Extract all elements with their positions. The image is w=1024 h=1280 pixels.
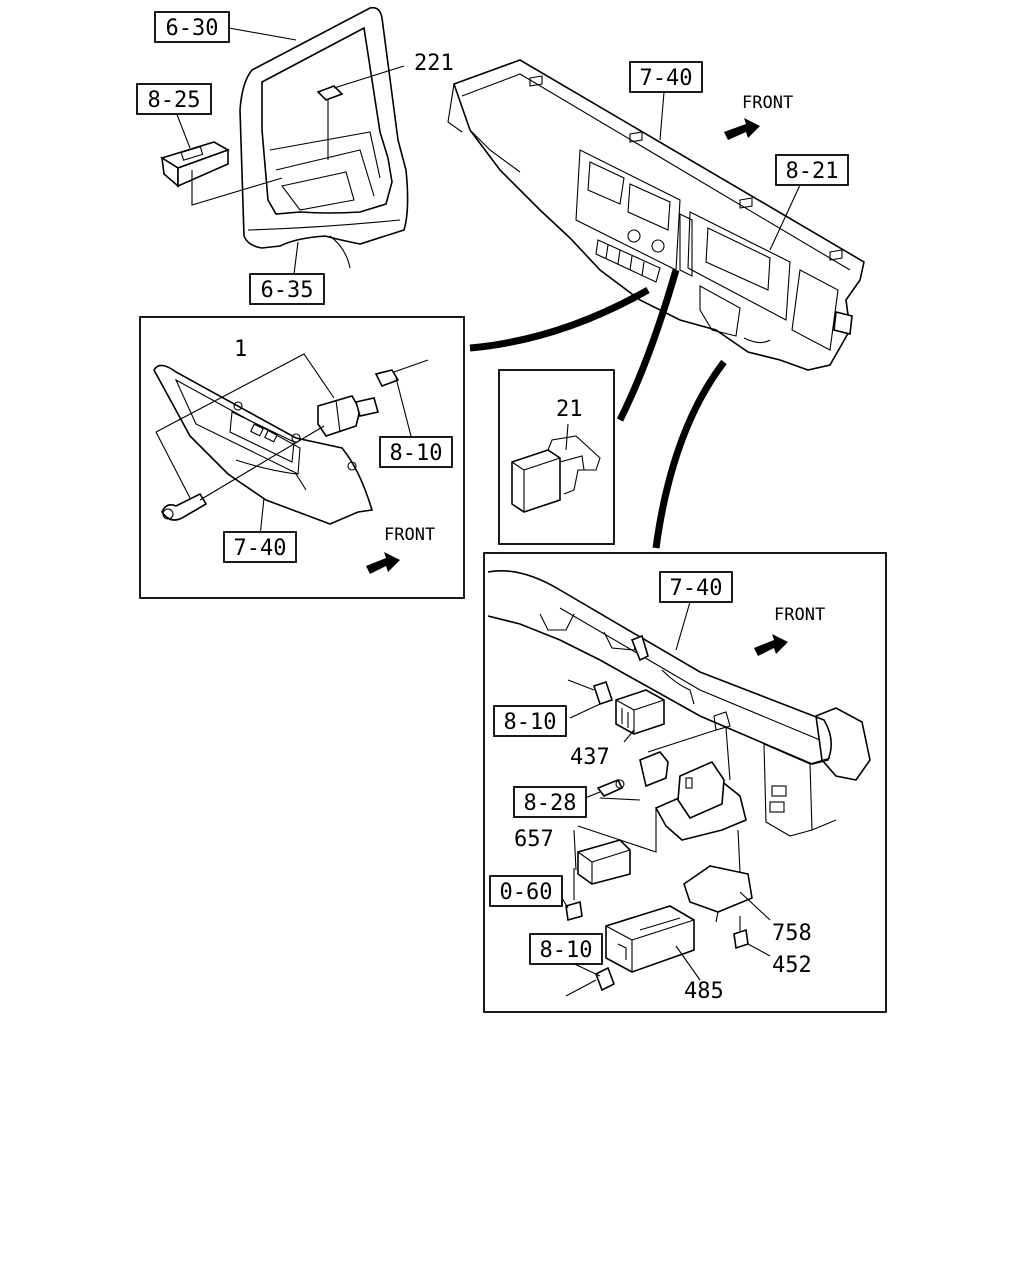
- ref-label-7-40-inset-a: 7-40: [234, 536, 287, 561]
- front-label-inset-c: FRONT: [774, 605, 825, 625]
- part-number-221: 221: [414, 51, 454, 76]
- ref-box-7-40-inset-a: 7-40: [223, 531, 297, 563]
- part-number-758: 758: [772, 921, 812, 946]
- ref-box-7-40-dash: 7-40: [629, 61, 703, 141]
- part-number-437: 437: [570, 745, 610, 770]
- ref-box-6-35: 6-35: [249, 273, 325, 305]
- part-number-1: 1: [234, 337, 247, 362]
- ref-label-8-10-inset-c-bottom: 8-10: [540, 938, 593, 963]
- ref-box-8-25: 8-25: [136, 83, 212, 115]
- part-number-452: 452: [772, 953, 812, 978]
- ref-box-8-10-inset-c-top: 8-10: [493, 705, 567, 737]
- front-indicator-inset-c: FRONT: [754, 605, 825, 656]
- ref-box-0-60: 0-60: [489, 875, 563, 907]
- ref-box-6-30: 6-30: [154, 11, 297, 43]
- ref-label-8-28: 8-28: [524, 791, 577, 816]
- ref-box-8-28: 8-28: [513, 786, 587, 818]
- cab-door-illustration: [239, 6, 409, 291]
- leader-curves: [469, 269, 727, 549]
- ref-label-6-30: 6-30: [166, 16, 219, 41]
- part-number-657: 657: [514, 827, 554, 852]
- part-number-485: 485: [684, 979, 724, 1004]
- front-label-dash: FRONT: [742, 93, 793, 113]
- ref-label-8-21: 8-21: [786, 159, 839, 184]
- dashboard-illustration: [447, 59, 865, 371]
- ref-box-7-40-inset-c: 7-40: [659, 571, 733, 651]
- ref-box-8-10-inset-c-bottom: 8-10: [529, 933, 603, 965]
- ref-label-0-60: 0-60: [500, 880, 553, 905]
- ref-label-8-10-inset-a: 8-10: [390, 441, 443, 466]
- ref-box-8-21: 8-21: [769, 154, 849, 251]
- front-indicator-dash: FRONT: [724, 93, 793, 140]
- ref-label-6-35: 6-35: [261, 278, 314, 303]
- front-indicator-inset-a: FRONT: [366, 525, 435, 574]
- ref-label-7-40-dash: 7-40: [640, 66, 693, 91]
- part-number-21: 21: [556, 397, 583, 422]
- front-label-inset-a: FRONT: [384, 525, 435, 545]
- ref-box-8-10-inset-a: 8-10: [379, 436, 453, 468]
- ref-label-7-40-inset-c: 7-40: [670, 576, 723, 601]
- inset-switch-21: [498, 369, 615, 545]
- ref-label-8-25: 8-25: [148, 88, 201, 113]
- ref-label-8-10-inset-c-top: 8-10: [504, 710, 557, 735]
- window-switch-illustration: [160, 111, 283, 206]
